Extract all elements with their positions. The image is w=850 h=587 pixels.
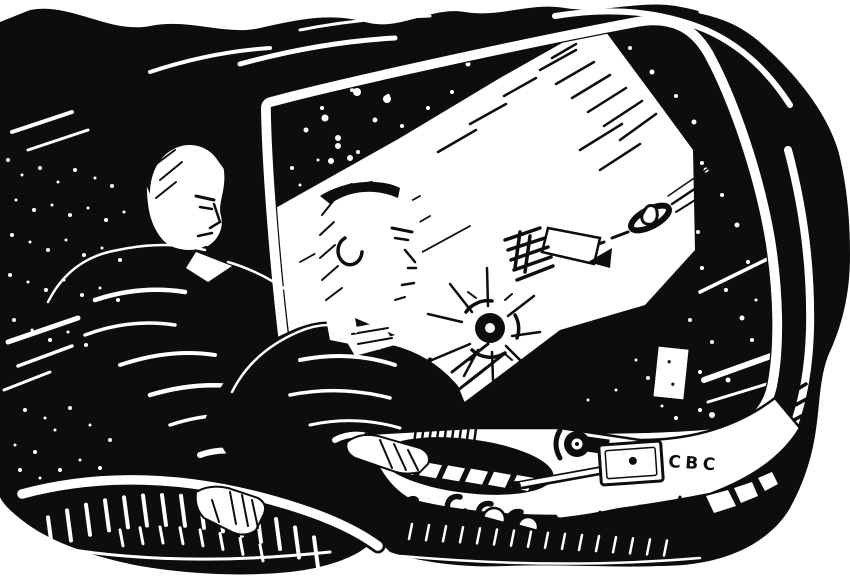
wall-speckle-texture (6, 158, 126, 480)
monolith-highlight (653, 346, 689, 400)
left-hand (194, 485, 267, 536)
right-cosmonaut (205, 179, 472, 472)
beam-hatching (436, 42, 658, 172)
left-cosmonaut-face (144, 128, 226, 254)
starfield-right (586, 46, 758, 420)
frame-highlight-bands (552, 8, 815, 444)
console-front (398, 442, 778, 565)
trail-spark (729, 159, 737, 167)
ringed-rocket (628, 202, 672, 234)
indicator-box (597, 439, 665, 487)
right-suit-highlights (230, 323, 402, 443)
signal-flag (503, 226, 612, 282)
console-label: CBC (668, 452, 721, 476)
ink-speck (835, 216, 839, 220)
right-hand (345, 433, 430, 475)
wedge-hatching (446, 342, 560, 433)
hull-highlights (2, 14, 432, 392)
control-console: CBC (364, 396, 802, 565)
couch-rim-highlight (17, 475, 383, 551)
flaring-star (426, 266, 542, 382)
stylus (511, 465, 609, 491)
left-collar (186, 252, 232, 282)
acceleration-couch (14, 472, 386, 570)
console-knobs (388, 493, 540, 539)
frame-corner-hashes (784, 382, 818, 422)
